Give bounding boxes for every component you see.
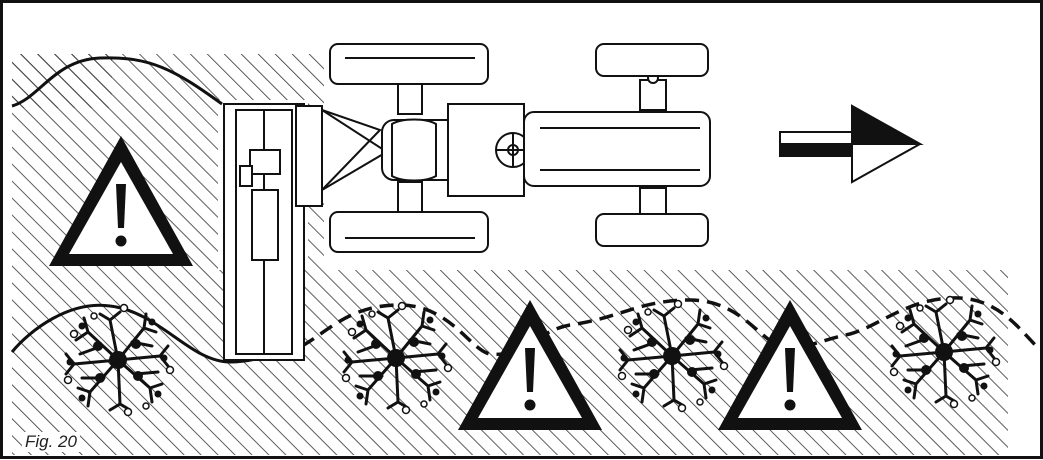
mowed-edge-line [11, 56, 223, 108]
mulcher-icon [223, 103, 391, 361]
tractor-icon [329, 43, 711, 253]
dashed-path-line [301, 296, 1042, 357]
direction-arrow-icon [779, 104, 924, 184]
figure-caption: Fig. 20 [22, 432, 80, 452]
